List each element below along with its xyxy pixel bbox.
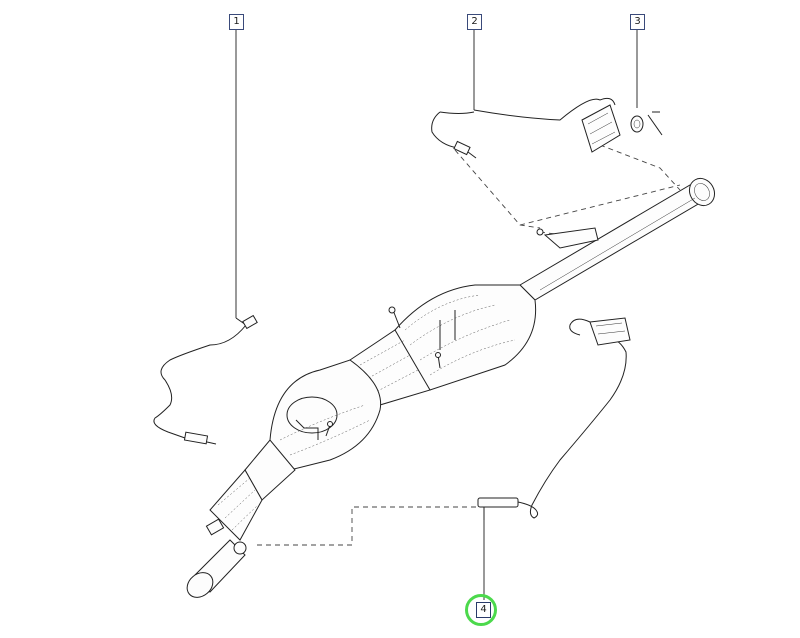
catalytic-converter xyxy=(269,359,382,471)
nut xyxy=(630,111,663,136)
callout-4-highlight-ring xyxy=(465,594,497,626)
callout-3[interactable]: 3 xyxy=(630,14,645,30)
oxygen-sensor-2 xyxy=(431,98,601,159)
callout-3-label: 3 xyxy=(634,16,641,27)
pipe-bracket xyxy=(543,227,599,249)
exhaust-pipe xyxy=(519,177,716,301)
callout-1-label: 1 xyxy=(233,16,240,27)
exhaust-sensor-4 xyxy=(477,317,631,520)
sensor-control-module xyxy=(581,97,621,153)
callout-2-label: 2 xyxy=(471,16,478,27)
assembly-dashed-lines xyxy=(255,144,681,546)
front-downpipe xyxy=(186,439,296,598)
oxygen-sensor-1 xyxy=(153,314,258,445)
callout-2[interactable]: 2 xyxy=(467,14,482,30)
callout-1[interactable]: 1 xyxy=(229,14,244,30)
